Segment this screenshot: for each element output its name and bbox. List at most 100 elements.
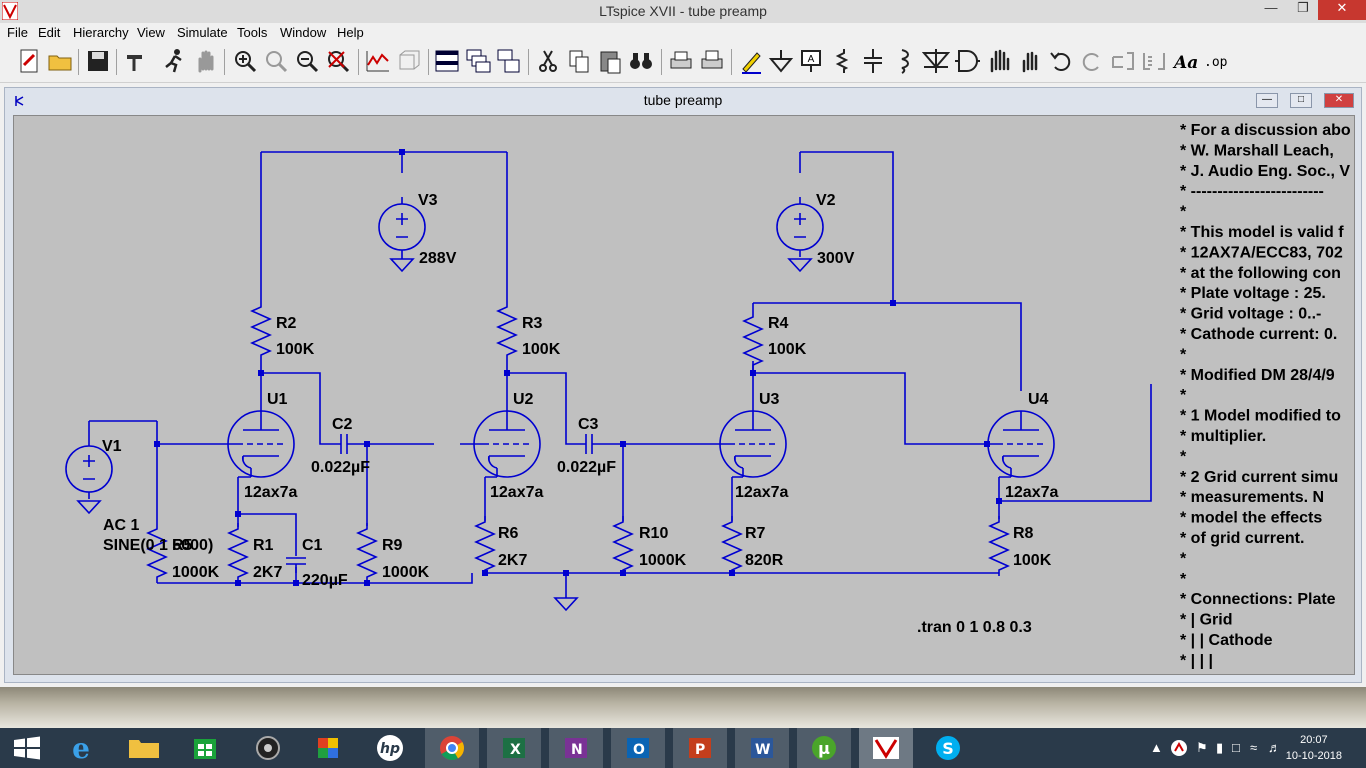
menu-simulate[interactable]: Simulate bbox=[177, 25, 228, 40]
wifi-icon[interactable]: ≈ bbox=[1250, 740, 1258, 755]
label-net-icon[interactable]: A bbox=[797, 47, 825, 75]
plot-settings-icon[interactable] bbox=[364, 47, 392, 75]
V3-value[interactable]: 288V bbox=[419, 250, 457, 267]
ground-icon[interactable] bbox=[767, 47, 795, 75]
paint-app-icon[interactable] bbox=[302, 728, 356, 768]
windows-start-icon[interactable] bbox=[0, 728, 54, 768]
undo-icon[interactable] bbox=[1047, 47, 1075, 75]
schematic-canvas[interactable]: V3 288V V2 300V V1 AC 1 SINE(0 1 5000) R… bbox=[13, 115, 1355, 675]
U4-symbol[interactable] bbox=[987, 410, 1055, 478]
U2-label[interactable]: U2 bbox=[513, 391, 534, 408]
child-close-button[interactable]: ✕ bbox=[1324, 93, 1354, 108]
cut-scissors-icon[interactable] bbox=[534, 47, 562, 75]
U4-value[interactable]: 12ax7a bbox=[1005, 484, 1058, 501]
network-icon[interactable]: □ bbox=[1232, 740, 1240, 755]
zoom-out-icon[interactable] bbox=[293, 47, 321, 75]
excel-icon[interactable]: X bbox=[487, 728, 541, 768]
U1-symbol[interactable] bbox=[227, 410, 295, 478]
volume-icon[interactable]: ♬ bbox=[1268, 740, 1281, 755]
control-panel-hammer-icon[interactable] bbox=[122, 47, 150, 75]
U2-value[interactable]: 12ax7a bbox=[490, 484, 543, 501]
U3-value[interactable]: 12ax7a bbox=[735, 484, 788, 501]
halt-hand-icon[interactable] bbox=[192, 47, 220, 75]
menu-hierarchy[interactable]: Hierarchy bbox=[73, 25, 129, 40]
menu-tools[interactable]: Tools bbox=[237, 25, 268, 40]
hp-icon[interactable]: hp bbox=[363, 728, 417, 768]
R8-value[interactable]: 100K bbox=[1013, 552, 1052, 569]
V1-value-ac[interactable]: AC 1 bbox=[103, 517, 140, 534]
R2-label[interactable]: R2 bbox=[276, 315, 297, 332]
draw-wire-pencil-icon[interactable] bbox=[737, 47, 765, 75]
media-player-icon[interactable] bbox=[241, 728, 295, 768]
R8-symbol[interactable] bbox=[989, 515, 1009, 577]
V2-value[interactable]: 300V bbox=[817, 250, 855, 267]
V2-label[interactable]: V2 bbox=[816, 192, 836, 209]
C2-label[interactable]: C2 bbox=[332, 416, 353, 433]
R3-label[interactable]: R3 bbox=[522, 315, 543, 332]
R7-label[interactable]: R7 bbox=[745, 525, 766, 542]
zoom-fit-icon[interactable] bbox=[324, 47, 352, 75]
child-minimize-button[interactable]: — bbox=[1256, 93, 1278, 108]
print-icon[interactable] bbox=[667, 47, 695, 75]
R1-value[interactable]: 2K7 bbox=[253, 564, 282, 581]
R4-label[interactable]: R4 bbox=[768, 315, 789, 332]
C1-symbol[interactable] bbox=[286, 557, 306, 573]
R10-symbol[interactable] bbox=[613, 515, 633, 577]
U1-label[interactable]: U1 bbox=[267, 391, 288, 408]
view-3d-icon[interactable] bbox=[395, 47, 423, 75]
schematic-drawing[interactable]: V3 288V V2 300V V1 AC 1 SINE(0 1 5000) R… bbox=[14, 116, 1355, 675]
model-comment-block[interactable]: * For a discussion abo* W. Marshall Leac… bbox=[1180, 122, 1351, 669]
move-hand-icon[interactable] bbox=[985, 47, 1013, 75]
copy-icon[interactable] bbox=[565, 47, 593, 75]
capacitor-icon[interactable] bbox=[859, 47, 887, 75]
save-icon[interactable] bbox=[84, 47, 112, 75]
R9-label[interactable]: R9 bbox=[382, 537, 403, 554]
file-explorer-icon[interactable] bbox=[117, 728, 171, 768]
system-clock[interactable]: 20:07 10-10-2018 bbox=[1286, 732, 1342, 764]
menu-window[interactable]: Window bbox=[280, 25, 327, 40]
R9-value[interactable]: 1000K bbox=[382, 564, 430, 581]
ltspice-taskbar-icon[interactable] bbox=[859, 728, 913, 768]
R2-value[interactable]: 100K bbox=[276, 341, 315, 358]
R5-label[interactable]: R5 bbox=[172, 537, 193, 554]
close-button[interactable]: ✕ bbox=[1318, 0, 1366, 20]
child-maximize-button[interactable]: □ bbox=[1290, 93, 1312, 108]
action-center-flag-icon[interactable]: ⚑ bbox=[1196, 740, 1208, 755]
U3-symbol[interactable] bbox=[719, 410, 787, 478]
spice-directive[interactable]: .tran 0 1 0.8 0.3 bbox=[917, 619, 1032, 636]
R2-symbol[interactable] bbox=[251, 300, 271, 362]
run-simulation-icon[interactable] bbox=[160, 47, 188, 75]
R7-symbol[interactable] bbox=[722, 515, 742, 577]
powerpoint-icon[interactable]: P bbox=[673, 728, 727, 768]
paste-icon[interactable] bbox=[596, 47, 624, 75]
internet-explorer-icon[interactable]: e bbox=[54, 728, 108, 768]
word-icon[interactable]: W bbox=[735, 728, 789, 768]
drag-hand-icon[interactable] bbox=[1016, 47, 1044, 75]
R6-label[interactable]: R6 bbox=[498, 525, 519, 542]
diode-icon[interactable] bbox=[922, 47, 950, 75]
V1-value-sine[interactable]: SINE(0 1 5000) bbox=[103, 537, 213, 554]
battery-icon[interactable]: ▮ bbox=[1216, 740, 1224, 755]
cascade-windows-icon[interactable] bbox=[464, 47, 492, 75]
menu-file[interactable]: File bbox=[7, 25, 28, 40]
mirror-icon[interactable] bbox=[1140, 47, 1168, 75]
menu-help[interactable]: Help bbox=[337, 25, 364, 40]
store-icon[interactable] bbox=[178, 728, 232, 768]
C2-symbol[interactable] bbox=[332, 434, 356, 454]
R1-label[interactable]: R1 bbox=[253, 537, 274, 554]
minimize-button[interactable]: — bbox=[1264, 0, 1278, 15]
resistor-icon[interactable] bbox=[828, 47, 856, 75]
antivirus-tray-icon[interactable] bbox=[1170, 739, 1188, 757]
U1-value[interactable]: 12ax7a bbox=[244, 484, 297, 501]
U4-label[interactable]: U4 bbox=[1028, 391, 1049, 408]
R8-label[interactable]: R8 bbox=[1013, 525, 1034, 542]
rotate-icon[interactable] bbox=[1109, 47, 1137, 75]
show-hidden-icons-icon[interactable]: ▲ bbox=[1150, 740, 1163, 755]
R7-value[interactable]: 820R bbox=[745, 552, 784, 569]
R1-symbol[interactable] bbox=[228, 522, 248, 584]
R6-value[interactable]: 2K7 bbox=[498, 552, 527, 569]
redo-icon[interactable] bbox=[1078, 47, 1106, 75]
U2-symbol[interactable] bbox=[473, 410, 541, 478]
component-icon[interactable] bbox=[953, 47, 981, 75]
inductor-icon[interactable] bbox=[890, 47, 918, 75]
